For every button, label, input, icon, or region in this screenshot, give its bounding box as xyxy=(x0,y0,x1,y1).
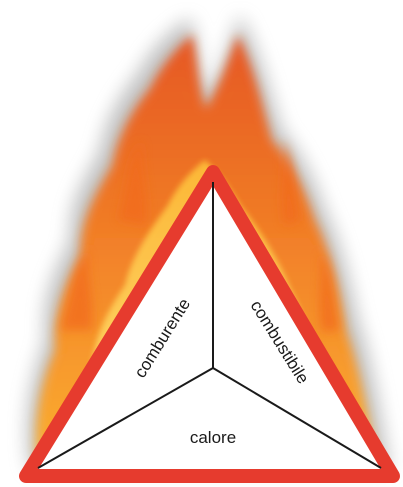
label-calore: calore xyxy=(190,428,236,447)
